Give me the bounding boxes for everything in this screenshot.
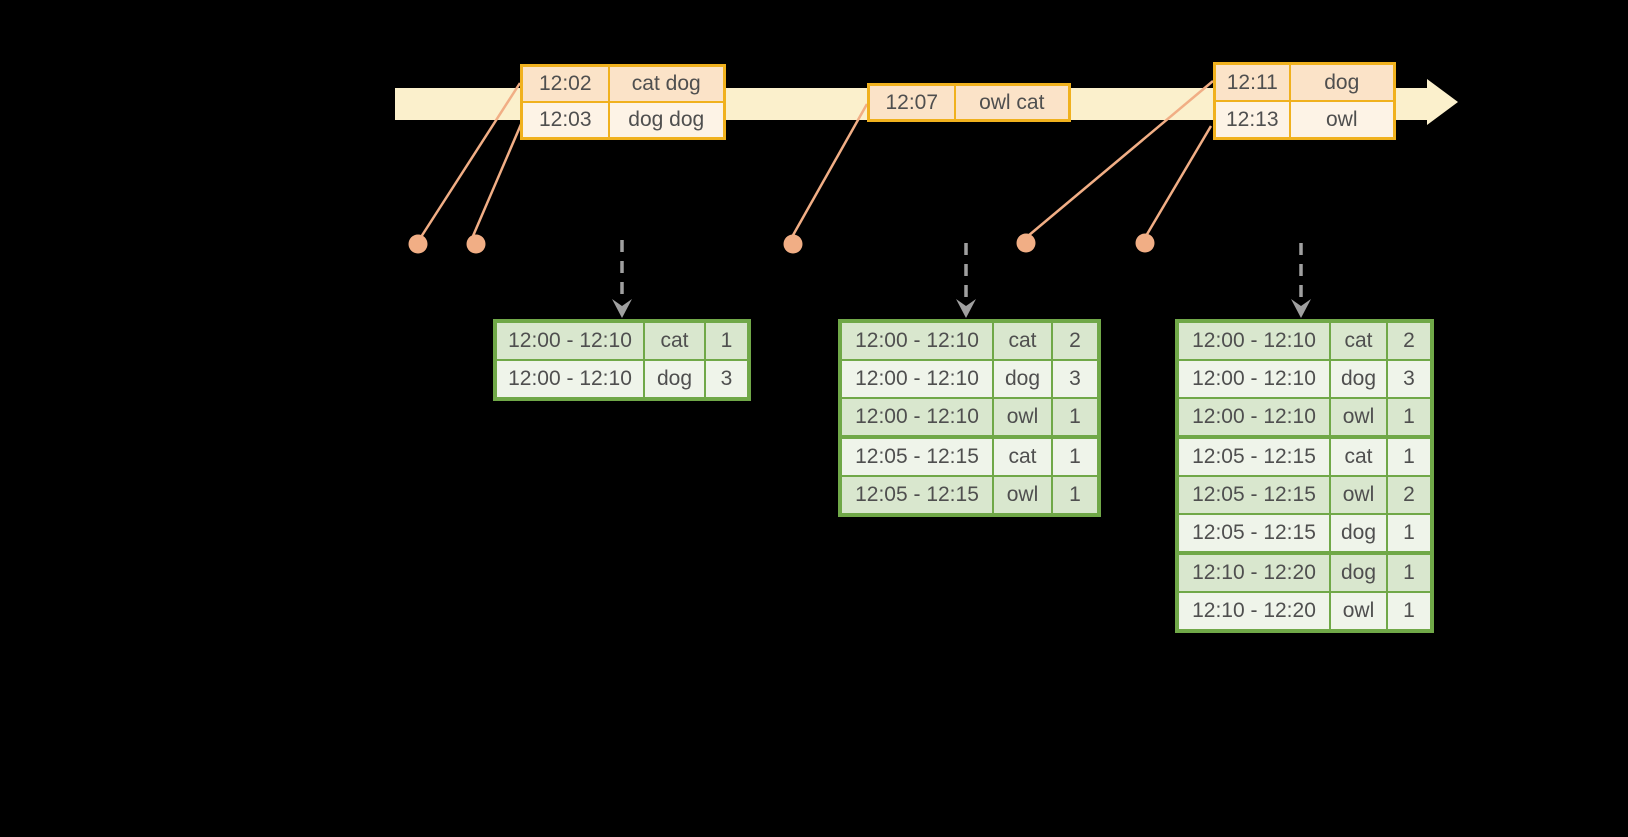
event-dot-1: [408, 234, 428, 254]
count-cell: 2: [1386, 475, 1433, 515]
window-cell: 12:00 - 12:10: [839, 397, 994, 438]
count-cell: 3: [1051, 359, 1100, 399]
event-batch-table-2: 12:07 owl cat: [867, 83, 1071, 122]
result-row: 12:00 - 12:10 cat 2: [1176, 320, 1433, 361]
window-cell: 12:05 - 12:15: [1176, 513, 1331, 554]
event-dot-2: [466, 234, 486, 254]
event-words-cell: dog dog: [607, 101, 726, 140]
result-row: 12:00 - 12:10 cat 2: [839, 320, 1100, 361]
event-row: 12:11 dog: [1213, 62, 1396, 102]
event-row: 12:13 owl: [1213, 100, 1396, 140]
window-cell: 12:05 - 12:15: [1176, 435, 1331, 477]
event-batch-table-1: 12:02 cat dog 12:03 dog dog: [520, 64, 726, 140]
windowed-counts-table-2: 12:00 - 12:10 cat 2 12:00 - 12:10 dog 3 …: [838, 319, 1101, 517]
result-row: 12:10 - 12:20 owl 1: [1176, 591, 1433, 632]
word-cell: dog: [992, 359, 1053, 399]
event-connector-line-4: [1027, 80, 1214, 237]
event-time-cell: 12:13: [1213, 100, 1291, 140]
word-cell: dog: [1329, 551, 1388, 593]
window-cell: 12:00 - 12:10: [494, 320, 645, 361]
result-row: 12:00 - 12:10 dog 3: [839, 359, 1100, 399]
count-cell: 3: [1386, 359, 1433, 399]
event-dot-3: [783, 234, 803, 254]
event-connector-line-3: [790, 103, 869, 238]
event-batch-table-3: 12:11 dog 12:13 owl: [1213, 62, 1396, 140]
window-cell: 12:10 - 12:20: [1176, 551, 1331, 593]
event-row: 12:03 dog dog: [520, 101, 726, 140]
window-cell: 12:10 - 12:20: [1176, 591, 1331, 632]
count-cell: 1: [1386, 435, 1433, 477]
result-row: 12:00 - 12:10 owl 1: [1176, 397, 1433, 438]
count-cell: 2: [1386, 320, 1433, 361]
event-dot-4: [1016, 233, 1036, 253]
event-row: 12:02 cat dog: [520, 64, 726, 103]
event-connector-line-5: [1144, 125, 1213, 237]
result-row: 12:05 - 12:15 cat 1: [839, 435, 1100, 477]
window-cell: 12:00 - 12:10: [839, 320, 994, 361]
event-words-cell: dog: [1288, 62, 1396, 102]
event-connector-line-2: [471, 121, 524, 237]
result-row: 12:05 - 12:15 cat 1: [1176, 435, 1433, 477]
event-connector-line-1: [419, 82, 522, 238]
event-words-cell: cat dog: [607, 64, 726, 103]
event-words-cell: owl cat: [953, 83, 1071, 122]
windowed-counts-table-1: 12:00 - 12:10 cat 1 12:00 - 12:10 dog 3: [493, 319, 751, 401]
window-cell: 12:00 - 12:10: [1176, 320, 1331, 361]
word-cell: owl: [1329, 397, 1388, 438]
word-cell: cat: [643, 320, 706, 361]
count-cell: 2: [1051, 320, 1100, 361]
word-cell: dog: [1329, 513, 1388, 554]
windowed-counts-table-3: 12:00 - 12:10 cat 2 12:00 - 12:10 dog 3 …: [1175, 319, 1434, 633]
word-cell: dog: [643, 359, 706, 400]
event-time-cell: 12:07: [867, 83, 956, 122]
event-time-cell: 12:02: [520, 64, 610, 103]
word-cell: owl: [1329, 591, 1388, 632]
window-cell: 12:05 - 12:15: [839, 475, 994, 516]
result-row: 12:00 - 12:10 dog 3: [494, 359, 750, 400]
window-cell: 12:05 - 12:15: [839, 435, 994, 477]
event-words-cell: owl: [1288, 100, 1396, 140]
event-time-cell: 12:11: [1213, 62, 1291, 102]
window-cell: 12:00 - 12:10: [839, 359, 994, 399]
word-cell: cat: [992, 320, 1053, 361]
result-row: 12:05 - 12:15 owl 1: [839, 475, 1100, 516]
word-cell: cat: [1329, 435, 1388, 477]
count-cell: 1: [1051, 475, 1100, 516]
event-time-cell: 12:03: [520, 101, 610, 140]
count-cell: 1: [1051, 435, 1100, 477]
word-cell: owl: [992, 397, 1053, 438]
count-cell: 1: [1386, 591, 1433, 632]
event-row: 12:07 owl cat: [867, 83, 1071, 122]
window-cell: 12:05 - 12:15: [1176, 475, 1331, 515]
result-row: 12:00 - 12:10 owl 1: [839, 397, 1100, 438]
window-cell: 12:00 - 12:10: [1176, 359, 1331, 399]
count-cell: 1: [1386, 397, 1433, 438]
count-cell: 1: [1051, 397, 1100, 438]
result-row: 12:00 - 12:10 cat 1: [494, 320, 750, 361]
count-cell: 3: [704, 359, 750, 400]
trigger-arrow-head-3: [1291, 299, 1311, 318]
count-cell: 1: [1386, 551, 1433, 593]
trigger-arrow-head-1: [612, 299, 632, 318]
word-cell: cat: [1329, 320, 1388, 361]
word-cell: owl: [992, 475, 1053, 516]
window-cell: 12:00 - 12:10: [1176, 397, 1331, 438]
count-cell: 1: [1386, 513, 1433, 554]
word-cell: cat: [992, 435, 1053, 477]
trigger-arrow-head-2: [956, 299, 976, 318]
result-row: 12:05 - 12:15 owl 2: [1176, 475, 1433, 515]
word-cell: dog: [1329, 359, 1388, 399]
result-row: 12:05 - 12:15 dog 1: [1176, 513, 1433, 554]
result-row: 12:00 - 12:10 dog 3: [1176, 359, 1433, 399]
word-cell: owl: [1329, 475, 1388, 515]
result-row: 12:10 - 12:20 dog 1: [1176, 551, 1433, 593]
event-dot-5: [1135, 233, 1155, 253]
window-cell: 12:00 - 12:10: [494, 359, 645, 400]
count-cell: 1: [704, 320, 750, 361]
